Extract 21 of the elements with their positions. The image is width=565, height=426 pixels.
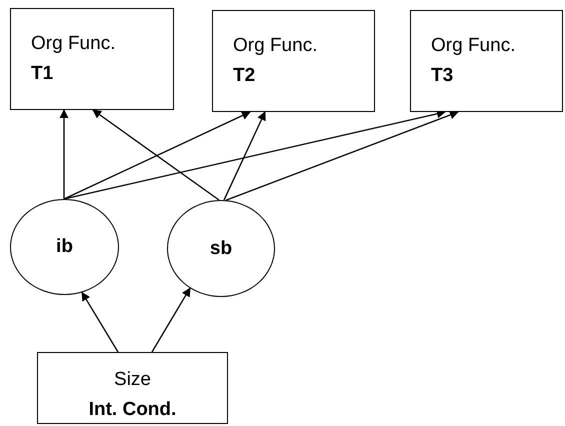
box-subtitle: T1 [31,62,54,86]
arrow [151,287,191,352]
box-title: Size [114,368,151,392]
arrow [60,109,68,199]
arrow [92,109,220,201]
arrow [81,292,119,352]
arrow [64,111,251,200]
node-label: sb [210,236,232,260]
text-box [212,10,375,112]
text-box [10,8,174,110]
box-title: Org Func. [431,34,516,58]
text-box [410,10,563,112]
text-box [37,352,228,424]
box-subtitle: T3 [431,64,454,88]
box-subtitle: T2 [233,64,256,88]
box-title: Org Func. [233,34,318,58]
arrow [226,110,459,201]
arrow [223,111,266,200]
box-title: Org Func. [31,32,116,56]
node-label: ib [56,235,73,259]
box-subtitle: Int. Cond. [88,398,176,422]
